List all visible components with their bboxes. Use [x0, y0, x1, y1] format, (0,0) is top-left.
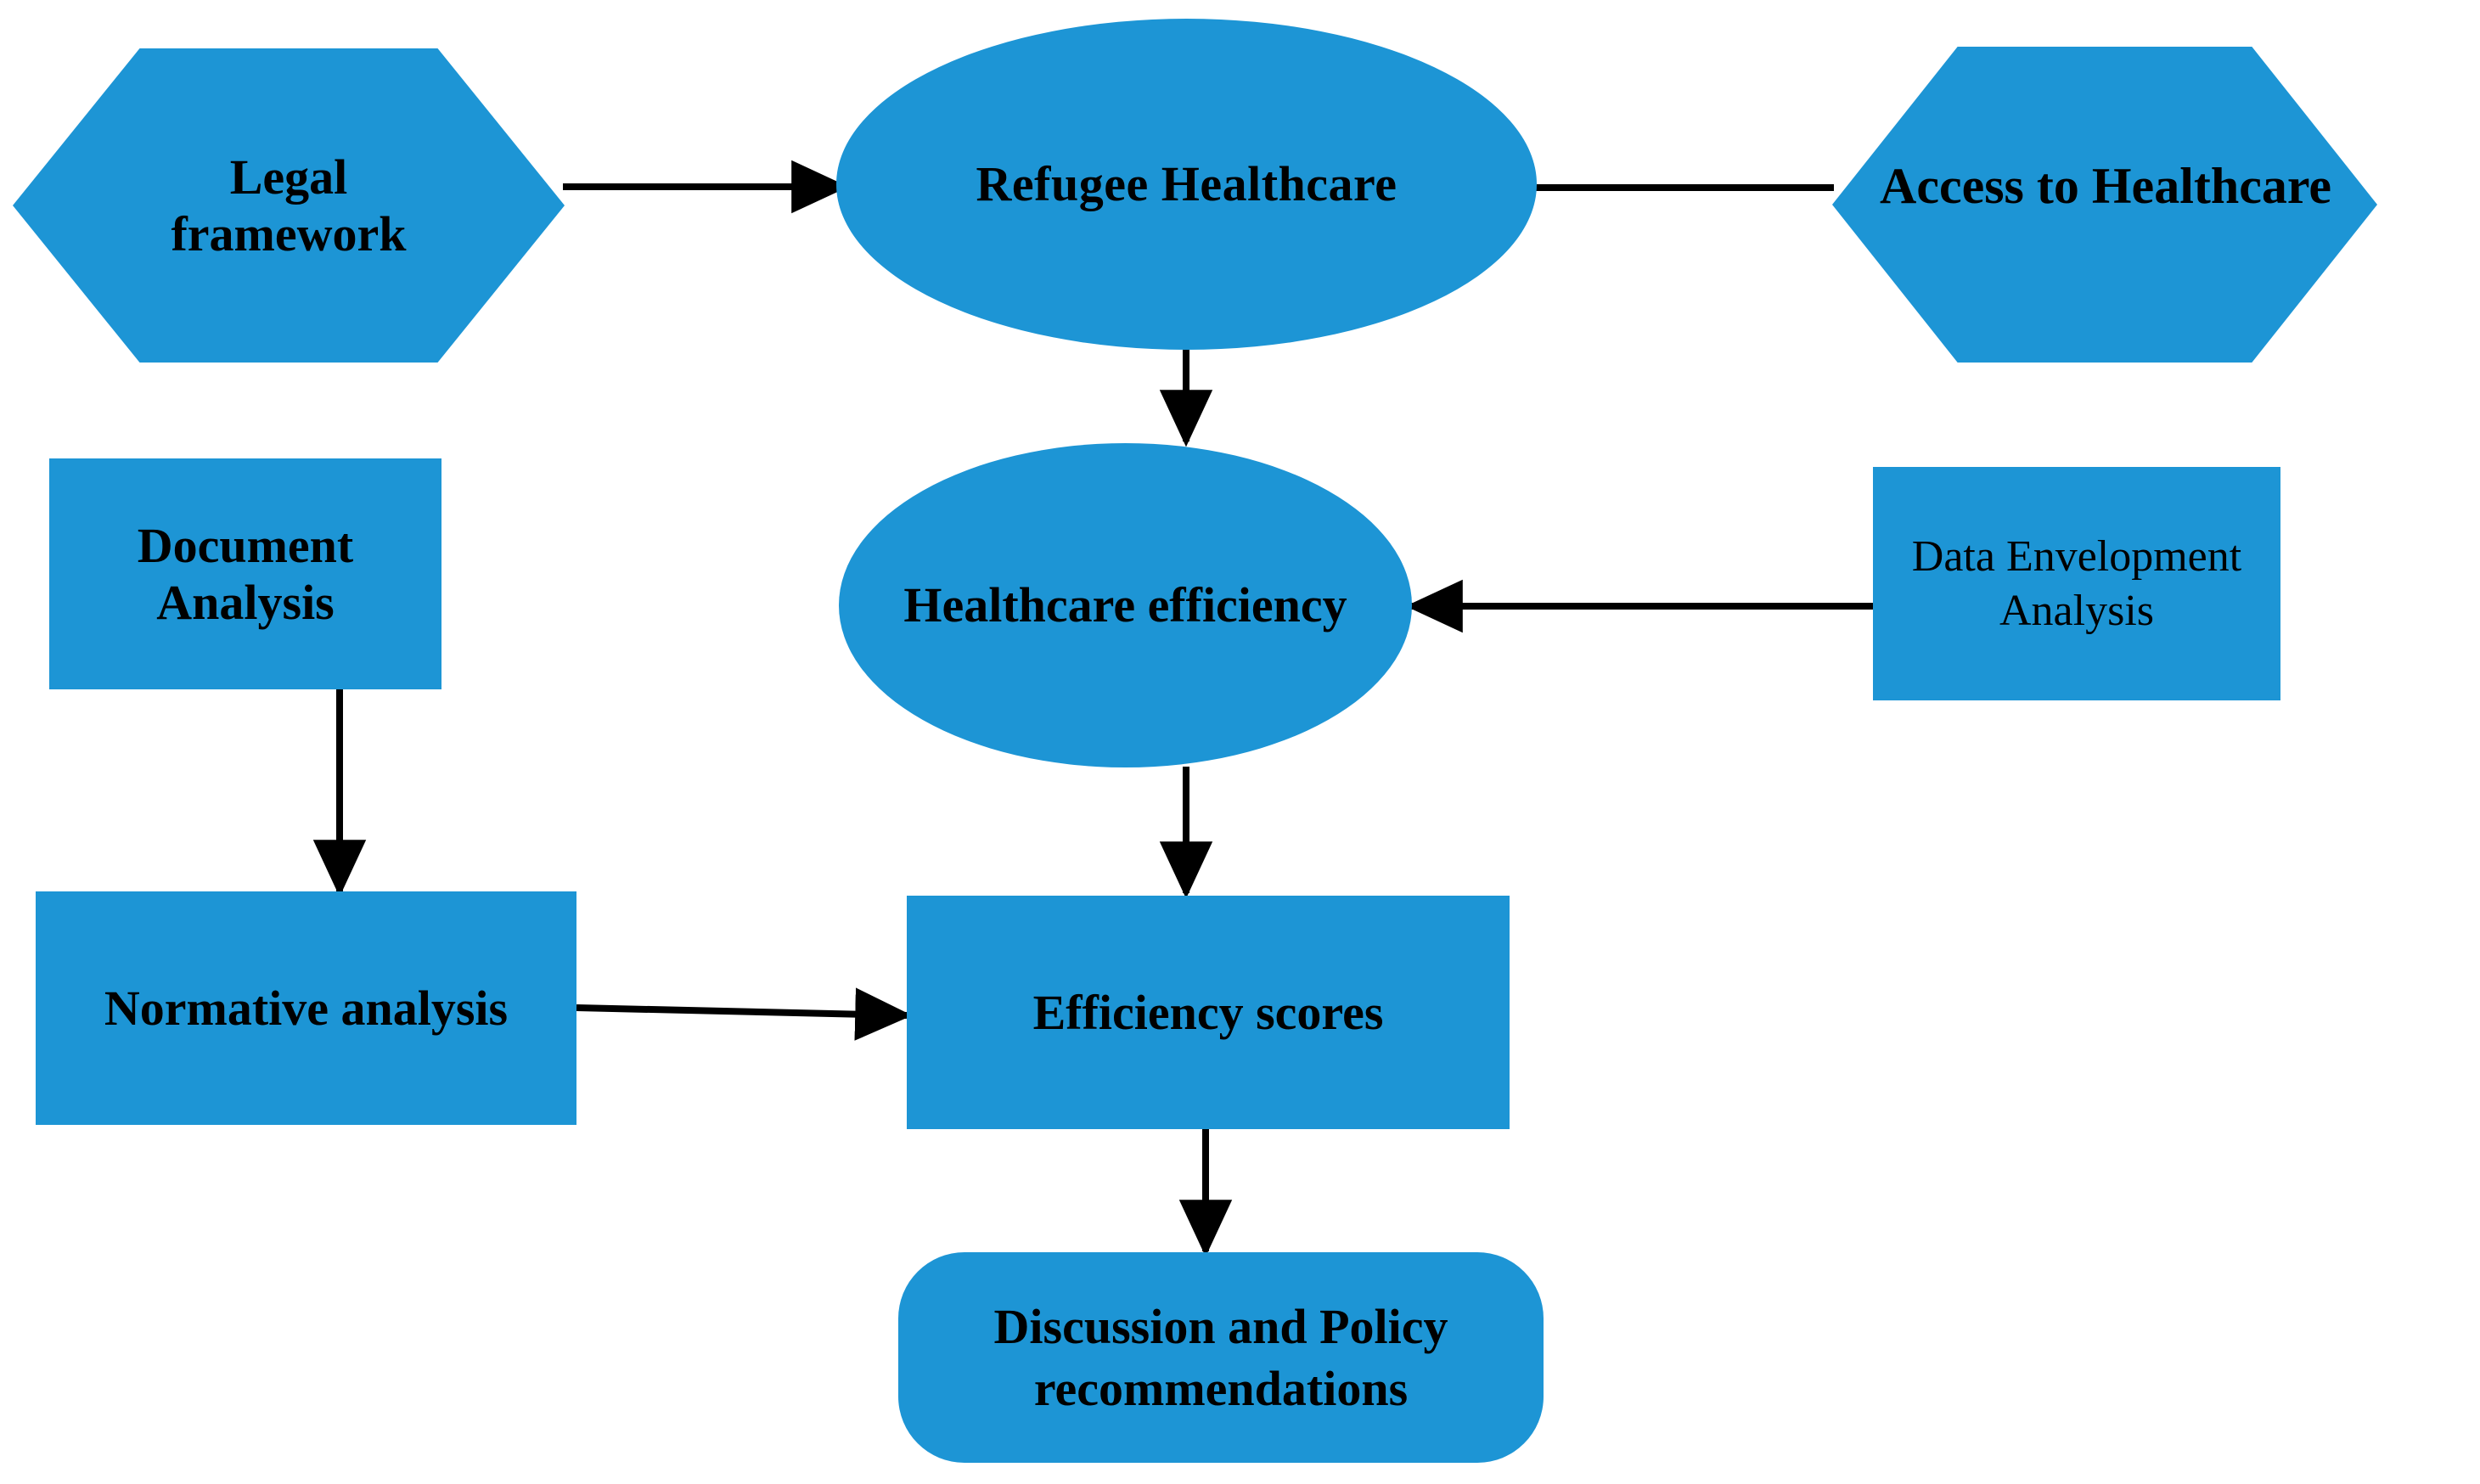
node-document-analysis-label: Document Analysis [137, 517, 354, 630]
node-document-analysis[interactable]: Document Analysis [49, 458, 441, 689]
node-access-to-healthcare[interactable] [1832, 47, 2377, 363]
node-normative-analysis-label: Normative analysis [104, 980, 509, 1036]
node-healthcare-efficiency-label: Healthcare efficiency [903, 577, 1347, 633]
edge-normative-to-scores [576, 987, 913, 1041]
node-discussion-policy-label: Discussion and Policy recommendations [993, 1298, 1448, 1416]
node-refugee-healthcare-label: Refugee Healthcare [976, 156, 1397, 212]
node-efficiency-scores-label: Efficiency scores [1032, 984, 1384, 1040]
node-refugee-healthcare[interactable]: Refugee Healthcare [836, 19, 1537, 350]
node-legal-framework[interactable]: Legal framework [13, 48, 565, 363]
node-discussion-policy[interactable]: Discussion and Policy recommendations [898, 1252, 1544, 1463]
node-healthcare-efficiency[interactable]: Healthcare efficiency [839, 443, 1412, 767]
node-efficiency-scores[interactable]: Efficiency scores [907, 896, 1510, 1129]
node-data-envelopment-analysis-label: Data Envelopment Analysis [1911, 532, 2242, 635]
node-legal-framework-label: Legal framework [171, 149, 407, 261]
node-normative-analysis[interactable]: Normative analysis [36, 891, 576, 1125]
node-data-envelopment-analysis[interactable]: Data Envelopment Analysis [1873, 467, 2280, 700]
